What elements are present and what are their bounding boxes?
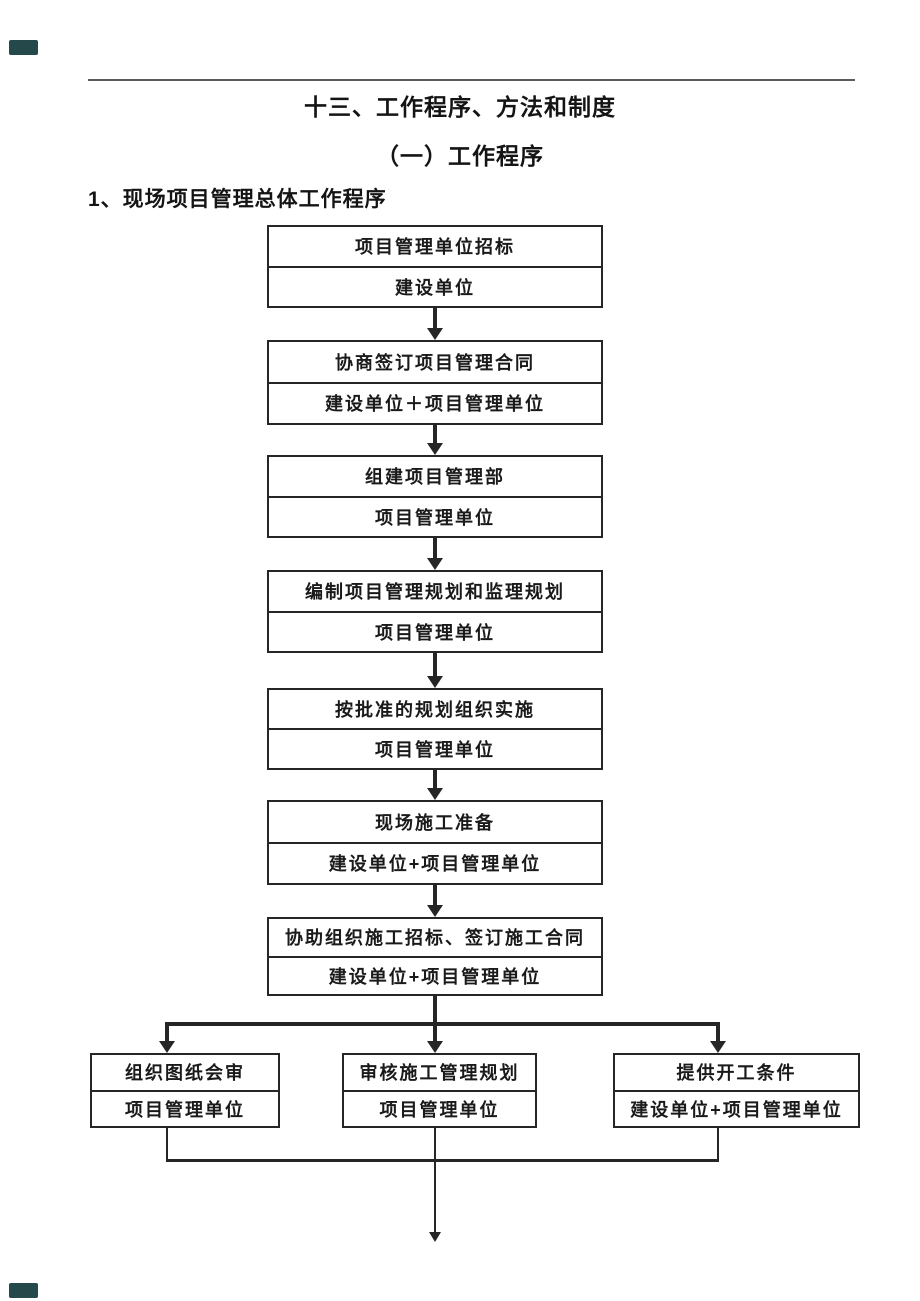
arrow-down-icon xyxy=(267,770,603,800)
flow-box-plan-review: 审核施工管理规划 项目管理单位 xyxy=(342,1053,537,1128)
flow-step-label: 项目管理单位招标 xyxy=(355,237,515,258)
connector-line xyxy=(433,996,437,1024)
flow-step-label: 编制项目管理规划和监理规划 xyxy=(305,582,565,603)
flow-actor-label: 建设单位+项目管理单位 xyxy=(615,1089,858,1127)
flow-step-label: 审核施工管理规划 xyxy=(359,1063,520,1084)
flow-box-bidding: 项目管理单位招标 建设单位 xyxy=(267,225,603,308)
arrow-down-icon xyxy=(159,1026,175,1053)
arrow-down-icon xyxy=(267,885,603,917)
flow-step-label: 协商签订项目管理合同 xyxy=(335,352,535,373)
flow-actor-label: 建设单位+项目管理单位 xyxy=(269,955,601,995)
arrow-down-icon xyxy=(427,1128,443,1243)
flow-actor-label: 建设单位 xyxy=(269,265,601,307)
corner-marker-bottom xyxy=(9,1283,38,1298)
flow-box-construction-bidding: 协助组织施工招标、签订施工合同 建设单位+项目管理单位 xyxy=(267,917,603,996)
flow-box-team: 组建项目管理部 项目管理单位 xyxy=(267,455,603,538)
connector-line xyxy=(717,1128,719,1161)
flow-box-planning: 编制项目管理规划和监理规划 项目管理单位 xyxy=(267,570,603,653)
flow-box-contract: 协商签订项目管理合同 建设单位＋项目管理单位 xyxy=(267,340,603,425)
corner-marker-top xyxy=(9,40,38,55)
flow-step-label: 现场施工准备 xyxy=(375,812,495,833)
arrow-down-icon xyxy=(710,1026,726,1053)
connector-line xyxy=(166,1128,168,1161)
flow-box-implementation: 按批准的规划组织实施 项目管理单位 xyxy=(267,688,603,770)
page-title: 十三、工作程序、方法和制度 xyxy=(304,94,616,120)
flow-step-label: 组织图纸会审 xyxy=(125,1063,245,1084)
arrow-down-icon xyxy=(267,538,603,570)
flow-actor-label: 项目管理单位 xyxy=(92,1089,278,1127)
arrow-down-icon xyxy=(267,425,603,455)
flow-step-label: 组建项目管理部 xyxy=(365,467,505,488)
flow-step-label: 协助组织施工招标、签订施工合同 xyxy=(285,928,585,949)
page-subtitle: （一）工作程序 xyxy=(376,143,544,169)
header-divider xyxy=(88,79,855,81)
flow-box-drawing-review: 组织图纸会审 项目管理单位 xyxy=(90,1053,280,1128)
flow-actor-label: 建设单位＋项目管理单位 xyxy=(269,381,601,424)
flow-box-commencement: 提供开工条件 建设单位+项目管理单位 xyxy=(613,1053,860,1128)
flow-actor-label: 项目管理单位 xyxy=(344,1089,535,1127)
arrow-down-icon xyxy=(267,653,603,688)
flow-box-site-prep: 现场施工准备 建设单位+项目管理单位 xyxy=(267,800,603,885)
branch-line xyxy=(165,1022,720,1026)
arrow-down-icon xyxy=(427,1026,443,1053)
section-heading: 1、现场项目管理总体工作程序 xyxy=(88,188,387,211)
flow-actor-label: 建设单位+项目管理单位 xyxy=(269,841,601,884)
flow-step-label: 按批准的规划组织实施 xyxy=(335,700,535,720)
flow-actor-label: 项目管理单位 xyxy=(269,610,601,652)
flow-step-label: 提供开工条件 xyxy=(676,1063,797,1084)
flow-actor-label: 项目管理单位 xyxy=(269,728,601,768)
flow-actor-label: 项目管理单位 xyxy=(269,495,601,537)
merge-line xyxy=(166,1159,719,1162)
arrow-down-icon xyxy=(267,308,603,340)
